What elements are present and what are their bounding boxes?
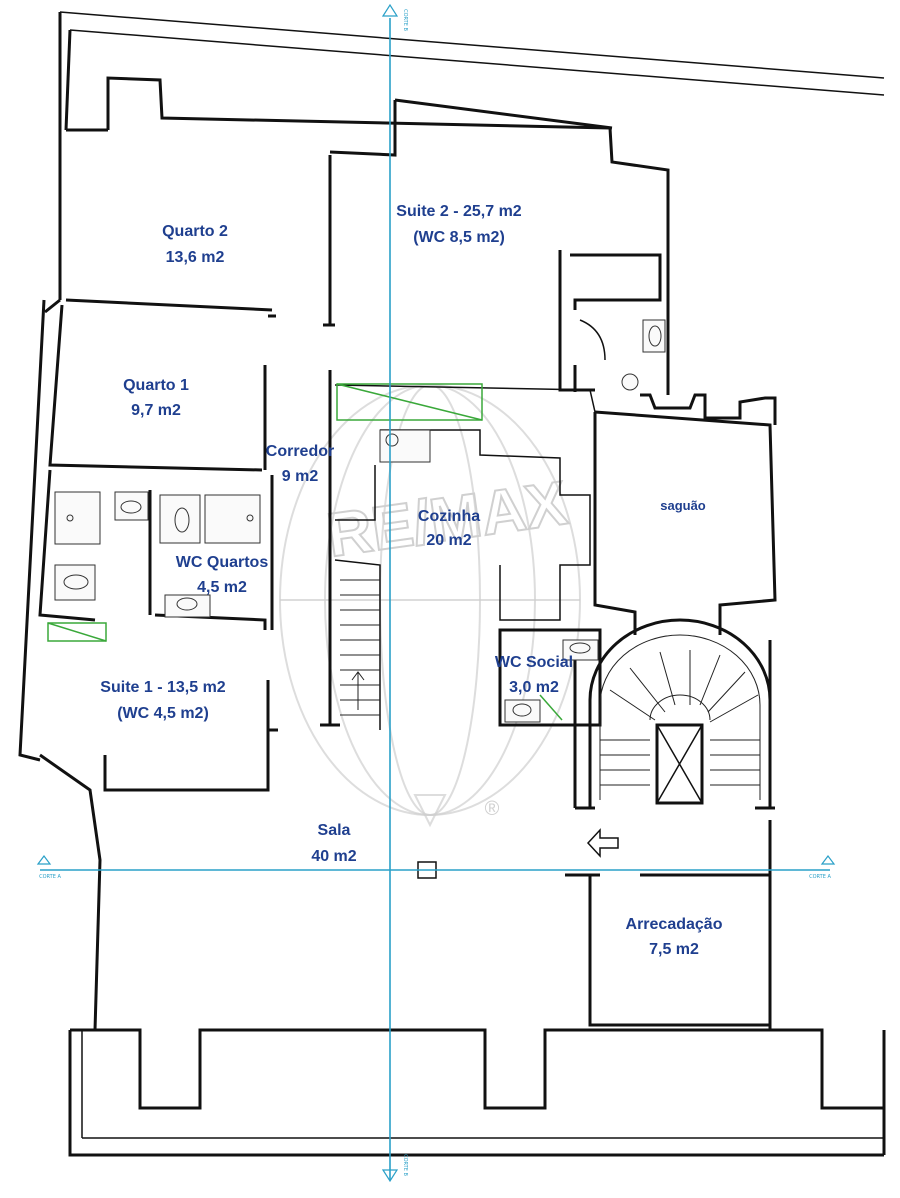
wc-quartos-name: WC Quartos — [176, 554, 269, 571]
quarto1-area: 9,7 m2 — [131, 402, 181, 419]
stairs — [340, 579, 772, 858]
wc-social-name: WC Social — [495, 654, 573, 671]
wc-social-area: 3,0 m2 — [509, 679, 559, 696]
suite2-wc-area: (WC 8,5 m2) — [413, 229, 505, 246]
sala-area: 40 m2 — [311, 848, 356, 865]
suite1-wc-area: (WC 4,5 m2) — [117, 705, 209, 722]
outer-walls — [18, 11, 886, 1157]
wc-quartos-area: 4,5 m2 — [197, 579, 247, 596]
fixtures — [54, 319, 666, 723]
suite1-name: Suite 1 - 13,5 m2 — [100, 679, 225, 696]
quarto1-name: Quarto 1 — [123, 377, 189, 394]
cut-label-b-top: CORTE B — [402, 9, 408, 31]
window-markers — [47, 383, 563, 721]
room-labels: Quarto 2 13,6 m2 Suite 2 - 25,7 m2 (WC 8… — [100, 203, 722, 958]
arrecadacao-area: 7,5 m2 — [649, 941, 699, 958]
corredor-area: 9 m2 — [282, 468, 319, 485]
interior-walls — [38, 155, 777, 1027]
cozinha-area: 20 m2 — [426, 532, 471, 549]
corredor-name: Corredor — [266, 443, 334, 460]
cut-label-a-left: CORTE A — [39, 874, 61, 880]
watermark-registered: ® — [485, 798, 500, 820]
cut-label-a-right: CORTE A — [809, 874, 831, 880]
suite2-name: Suite 2 - 25,7 m2 — [396, 203, 521, 220]
section-cuts: CORTE A CORTE A CORTE B CORTE B — [36, 3, 836, 1183]
sala-name: Sala — [318, 822, 351, 839]
cut-label-b-bottom: CORTE B — [402, 1154, 408, 1176]
arrecadacao-name: Arrecadação — [626, 916, 723, 933]
quarto2-area: 13,6 m2 — [166, 249, 225, 266]
cozinha-name: Cozinha — [418, 508, 480, 525]
quarto2-name: Quarto 2 — [162, 223, 228, 240]
saguao-name: saguão — [660, 498, 706, 513]
